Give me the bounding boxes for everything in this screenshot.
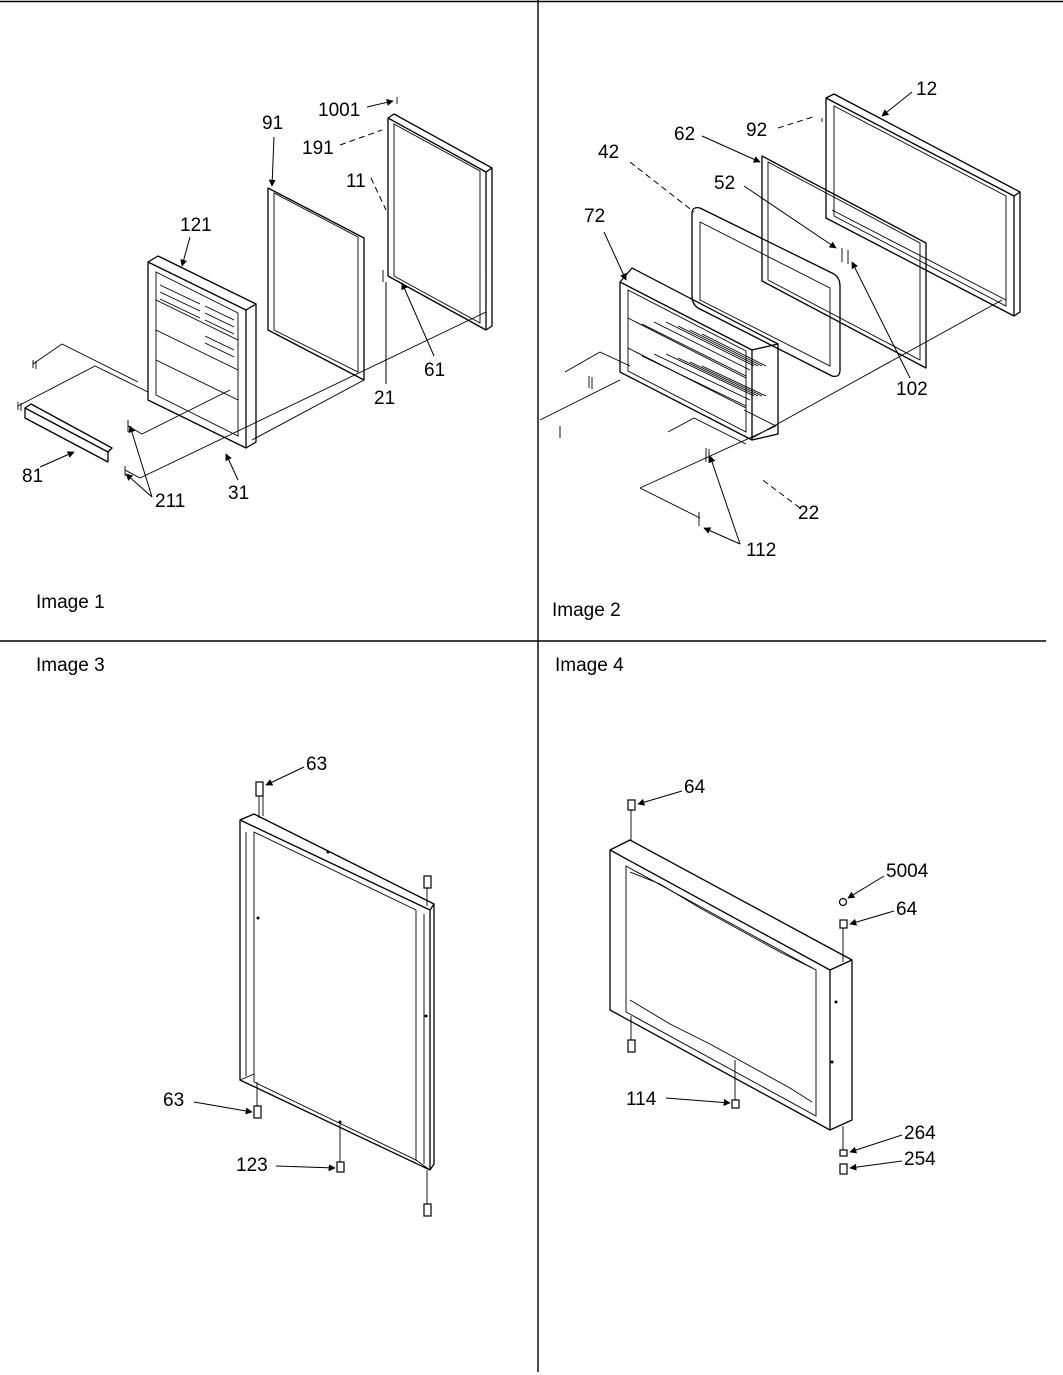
fasteners-image-2 — [559, 118, 849, 526]
callout-62: 62 — [674, 124, 695, 145]
assembly-lines-image-1 — [17, 311, 487, 479]
callout-22: 22 — [798, 503, 819, 524]
fasteners-image-4 — [627, 799, 848, 1175]
image-1-panel: 1001 91 191 11 121 61 21 81 211 31 Image… — [17, 97, 493, 613]
part-drawer-72 — [619, 267, 779, 441]
part-trim-bar-81 — [24, 403, 113, 463]
caption-image-2: Image 2 — [552, 600, 621, 621]
callout-114: 114 — [626, 1089, 657, 1110]
caption-image-3: Image 3 — [36, 655, 105, 676]
callout-191: 191 — [302, 138, 334, 159]
callout-61: 61 — [424, 360, 445, 381]
leaders-image-2 — [603, 91, 913, 545]
callout-1001: 1001 — [318, 100, 360, 121]
hinge-pins-image-3 — [253, 781, 432, 1217]
callout-52: 52 — [714, 173, 735, 194]
callout-64-top: 64 — [684, 777, 706, 798]
part-door-panel-121 — [147, 255, 257, 449]
image-3-panel: Image 3 — [36, 655, 435, 1217]
callout-64-right: 64 — [896, 899, 918, 920]
callout-11: 11 — [346, 171, 366, 192]
callout-5004: 5004 — [886, 861, 929, 882]
part-frame-11 — [387, 113, 493, 331]
callout-102: 102 — [896, 379, 928, 400]
callout-42: 42 — [598, 142, 619, 163]
callout-211: 211 — [155, 491, 185, 512]
leaders-image-3 — [193, 766, 336, 1172]
callout-12: 12 — [916, 79, 937, 100]
part-liner-42 — [691, 206, 841, 378]
part-frame-12 — [825, 93, 1021, 317]
callout-264: 264 — [904, 1123, 936, 1144]
callout-92: 92 — [746, 120, 767, 141]
part-gasket-62 — [761, 155, 927, 369]
callout-63-bottom: 63 — [163, 1090, 184, 1111]
assembly-lines-image-2 — [539, 299, 1003, 519]
callout-31: 31 — [228, 483, 249, 504]
caption-image-1: Image 1 — [36, 592, 105, 613]
callout-72: 72 — [584, 206, 605, 227]
callout-91: 91 — [262, 113, 283, 134]
callout-121: 121 — [180, 215, 212, 236]
callout-81: 81 — [22, 466, 43, 487]
callout-112: 112 — [746, 540, 776, 561]
callout-21: 21 — [374, 388, 395, 409]
caption-image-4: Image 4 — [555, 655, 624, 676]
image-4-panel: Image 4 — [555, 655, 936, 1175]
callout-254: 254 — [904, 1149, 936, 1170]
leaders-image-1 — [39, 99, 435, 498]
part-gasket-91 — [267, 187, 365, 381]
part-drawer-frame-image-4 — [609, 839, 853, 1131]
callout-63-top: 63 — [306, 754, 327, 775]
screws-image-1 — [17, 97, 398, 476]
image-2-panel: 12 92 62 42 52 72 102 22 112 Image 2 — [539, 79, 1021, 621]
leaders-image-4 — [637, 790, 903, 1171]
part-door-frame-image-3 — [239, 813, 435, 1171]
callout-123: 123 — [236, 1155, 268, 1176]
